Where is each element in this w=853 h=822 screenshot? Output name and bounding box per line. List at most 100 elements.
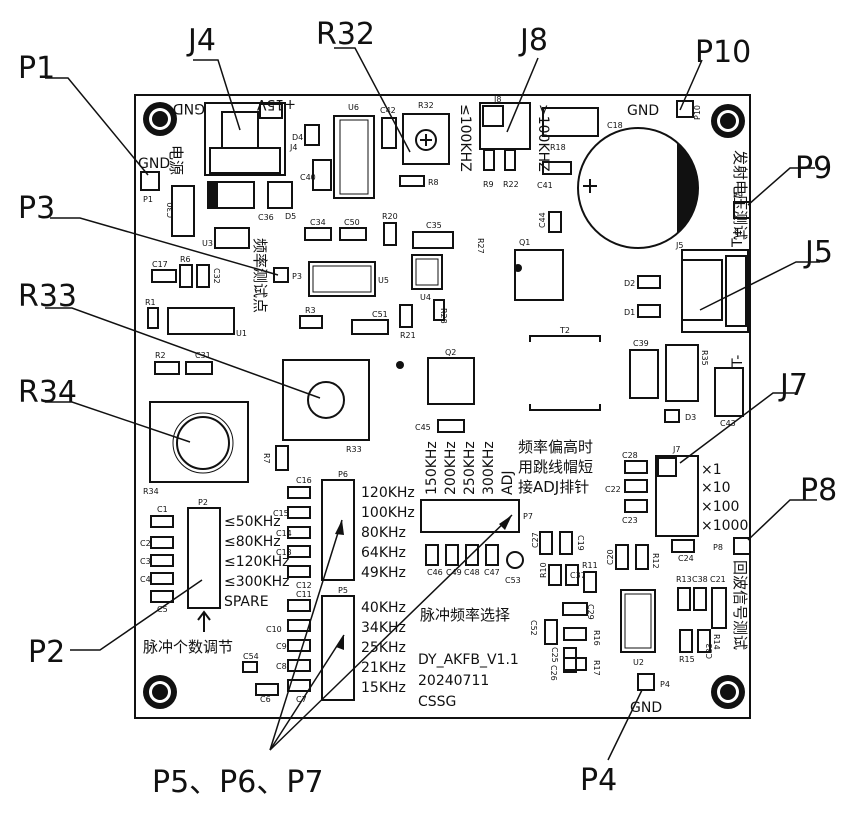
freq-note-line-3: 接ADJ排针 [518,478,589,496]
resistor-r28 [433,299,445,321]
transistor-q1 [514,249,564,301]
des-d5: D5 [285,212,296,221]
des-c7: C7 [296,695,307,704]
freq-note-line-1: 频率偏高时 [518,438,593,456]
p5-label-21k: 21KHz [361,660,406,676]
callout-r33: R33 [18,279,77,314]
cap-c7 [287,679,311,692]
des-c13: C13 [276,548,292,557]
cap-c41 [542,161,572,175]
j7-label-1: ×1 [701,462,722,478]
version-line-3: CSSG [418,694,456,710]
diode-d3 [664,409,680,423]
leader-p4 [607,689,643,761]
p5-label-25k: 25KHz [361,640,406,656]
resistor-r3 [299,315,323,329]
leader-p2 [70,579,203,651]
leader-p7 [269,514,513,751]
header-p5 [321,595,355,701]
connector-j5 [681,249,749,333]
resistor-r12 [635,544,649,570]
des-c34: C34 [310,218,326,227]
cap-c37 [565,564,579,586]
p6-label-80k: 80KHz [361,525,406,541]
header-p2 [187,507,221,609]
p7-freq-250k: 250KHz [462,441,478,495]
testpoint-p9 [733,201,751,219]
cap-c5 [150,590,174,603]
des-r17: R17 [592,660,601,676]
testpoint-p1 [140,171,160,191]
des-c19: C19 [576,535,585,551]
resistor-r35 [665,344,699,402]
resistor-r22 [504,149,516,171]
resistor-r13 [677,587,691,611]
callout-j4: J4 [186,23,216,58]
cap-c16 [287,486,311,499]
des-d1: D1 [624,308,635,317]
leader-p5 [269,634,345,751]
des-c32: C32 [212,268,221,284]
cap-c50 [339,227,367,241]
power-cn-label: 电源 [167,145,185,175]
chip-u5 [308,261,376,297]
des-r20: R20 [382,212,398,221]
resistor-r21 [399,304,413,328]
des-c11: C11 [296,590,312,599]
des-q1: Q1 [519,238,530,247]
des-c53: C53 [505,576,521,585]
des-r27: R27 [476,238,485,254]
cap-c8 [287,659,311,672]
leader-j8 [506,57,539,133]
p6-label-120k: 120KHz [361,485,415,501]
des-c6: C6 [260,695,271,704]
p2-label-300k: ≤300KHz [224,574,290,590]
gnd-p1-label: GND [138,156,170,172]
des-r13: R13 [676,575,692,584]
mounting-hole-bottom-right [711,675,745,709]
des-u2: U2 [633,658,644,667]
cap-c13 [287,545,311,558]
cap-c42 [381,117,397,149]
des-r15: R15 [679,655,695,664]
cap-c6 [255,683,279,696]
leader-r32 [334,47,411,153]
des-c33: C33 [705,643,714,659]
p2-label-120k: ≤120KHz [224,554,290,570]
callout-r34: R34 [18,375,77,410]
callout-p4: P4 [580,763,617,798]
tplus-label: T+ [730,227,746,248]
des-p2: P2 [198,498,208,507]
v15-label: +15V [256,96,296,112]
des-c54: C54 [243,652,259,661]
des-c40: C40 [300,173,316,182]
cap-c21 [711,587,727,629]
cap-c22 [624,479,648,493]
cap-c30 [171,185,195,237]
diode-d5 [267,181,293,209]
des-c45: C45 [415,423,431,432]
cap-c9 [287,639,311,652]
trimmer-c53 [506,551,524,569]
callout-p10: P10 [695,35,751,70]
des-c51: C51 [372,310,388,319]
des-c16: C16 [296,476,312,485]
cap-c48 [465,544,479,566]
cap-c14 [287,526,311,539]
des-r8: R8 [428,178,439,187]
freq-note-line-2: 用跳线帽短 [518,458,593,476]
resistor-r8 [399,175,425,187]
des-p7: P7 [523,512,533,521]
des-p1: P1 [143,195,153,204]
testpoint-p4 [637,673,655,691]
cap-c49 [445,544,459,566]
des-r3: R3 [305,306,316,315]
des-u3: U3 [202,239,213,248]
resistor-r16 [563,627,587,641]
des-c29: C29 [586,604,595,620]
leader-p9 [747,167,815,206]
electrolytic-c18 [577,127,699,249]
p2-label-80k: ≤80KHz [224,534,281,550]
